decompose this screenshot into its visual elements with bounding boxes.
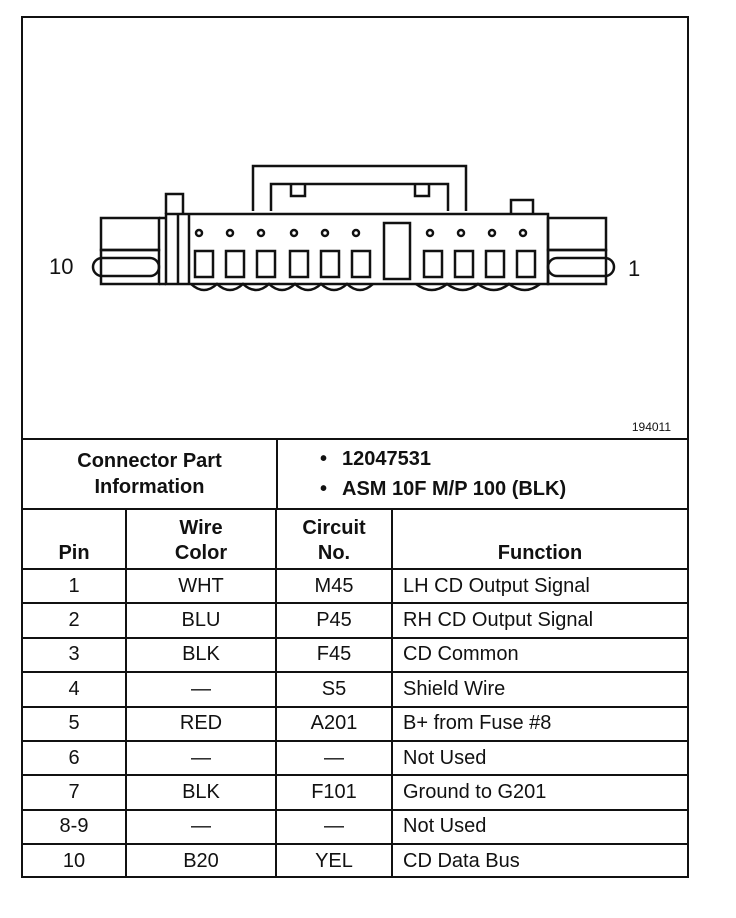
connector-part-label-line1: Connector Part — [77, 450, 222, 472]
function-cell: B+ from Fuse #8 — [391, 705, 687, 742]
part-number: •12047531 — [320, 448, 431, 470]
pin-cell: 6 — [23, 739, 127, 777]
connector-drawing — [91, 164, 616, 292]
wire-color-cell: — — [125, 671, 277, 708]
circuit-cell: M45 — [275, 567, 393, 605]
circuit-cell: — — [275, 739, 393, 777]
circuit-cell: F101 — [275, 774, 393, 811]
connector-diagram: 10 1 194011 — [23, 18, 687, 438]
header-pin: Pin — [23, 508, 127, 570]
connector-part-label-line2: Information — [94, 476, 205, 498]
left-end-upper — [99, 216, 161, 252]
circuit-cell: — — [275, 808, 393, 846]
pin-cell: 7 — [23, 774, 127, 811]
right-end-slot — [546, 256, 616, 278]
pin-cell: 4 — [23, 671, 127, 708]
connector-part-info: Connector Part Information •12047531 •AS… — [23, 438, 687, 508]
function-cell: Not Used — [391, 808, 687, 846]
right-tab — [509, 198, 535, 214]
wire-color-cell: WHT — [125, 567, 277, 605]
circuit-cell: A201 — [275, 705, 393, 742]
document-frame: 10 1 194011 Connector Part Information •… — [21, 16, 689, 878]
left-end-slot — [91, 256, 161, 278]
pin-cell: 8-9 — [23, 808, 127, 846]
wire-color-cell: — — [125, 808, 277, 846]
function-cell: LH CD Output Signal — [391, 567, 687, 605]
latch-outer — [251, 164, 468, 211]
pin-cell: 2 — [23, 602, 127, 639]
function-cell: CD Data Bus — [391, 843, 687, 878]
circuit-cell: S5 — [275, 671, 393, 708]
header-function: Function — [391, 508, 687, 570]
connector-body — [164, 212, 550, 286]
part-assembly: •ASM 10F M/P 100 (BLK) — [320, 478, 567, 500]
table-row: 8-9——Not Used — [23, 808, 687, 846]
circuit-cell: YEL — [275, 843, 393, 878]
pin-cell: 5 — [23, 705, 127, 742]
circuit-cell: F45 — [275, 636, 393, 674]
latch-inner — [269, 182, 450, 211]
circuit-cell: P45 — [275, 602, 393, 639]
center-key — [382, 221, 412, 281]
function-cell: RH CD Output Signal — [391, 602, 687, 639]
wire-color-cell: BLK — [125, 774, 277, 811]
function-cell: Ground to G201 — [391, 774, 687, 811]
connector-part-values: •12047531 •ASM 10F M/P 100 (BLK) — [277, 438, 687, 508]
wire-color-cell: B20 — [125, 843, 277, 878]
wire-color-cell: — — [125, 739, 277, 777]
pin-cell: 3 — [23, 636, 127, 674]
function-cell: Not Used — [391, 739, 687, 777]
wire-color-cell: BLK — [125, 636, 277, 674]
table-row: 6——Not Used — [23, 739, 687, 777]
pin-cell: 10 — [23, 843, 127, 878]
function-cell: CD Common — [391, 636, 687, 674]
right-end-upper — [546, 216, 608, 252]
wire-color-cell: BLU — [125, 602, 277, 639]
pin-cell: 1 — [23, 567, 127, 605]
connector-part-label: Connector Part Information — [23, 438, 278, 508]
figure-id: 194011 — [631, 420, 671, 434]
left-tab — [164, 192, 185, 214]
pin-10-label: 10 — [49, 254, 74, 279]
pin-1-label: 1 — [628, 256, 641, 281]
wire-color-cell: RED — [125, 705, 277, 742]
function-cell: Shield Wire — [391, 671, 687, 708]
